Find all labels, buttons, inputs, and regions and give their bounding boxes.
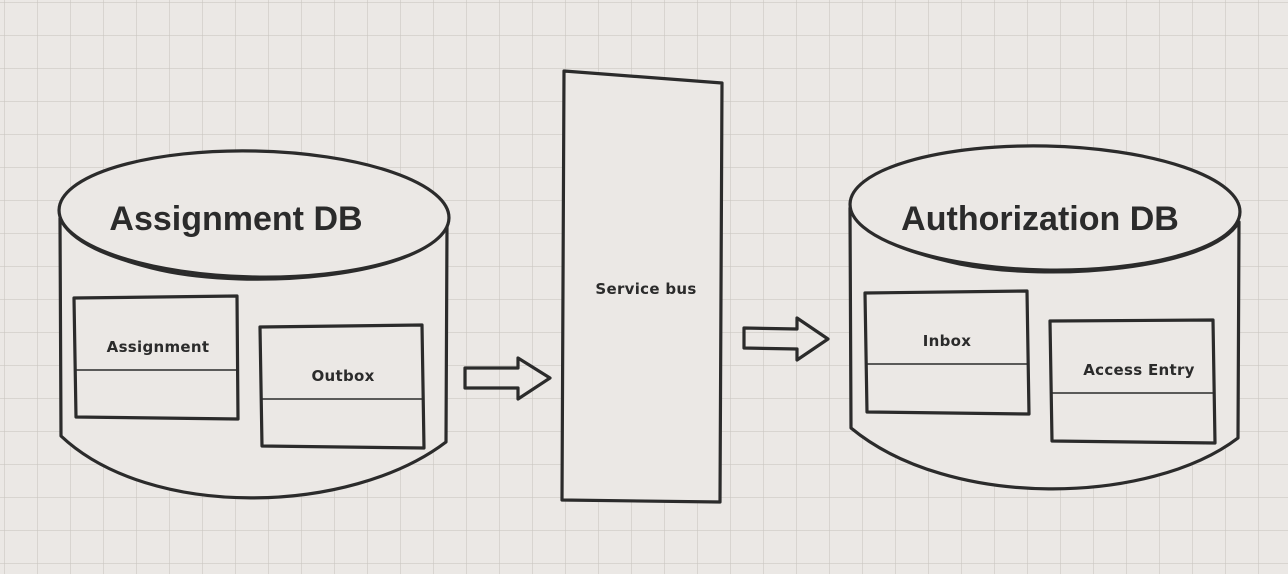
authorization-db-top — [848, 144, 1242, 272]
assignment-table-label: Assignment — [107, 338, 210, 356]
arrow-outbox-to-bus — [463, 356, 552, 401]
assignment-table-box — [72, 294, 240, 421]
outbox-table[interactable]: Outbox — [258, 323, 426, 450]
access-entry-table[interactable]: Access Entry — [1048, 318, 1217, 445]
service-bus-label: Service bus — [595, 280, 696, 298]
arrow-bus-to-inbox — [742, 316, 830, 362]
assignment-db-cylinder[interactable]: Assignment DB Assignment Outbox — [57, 147, 451, 500]
inbox-table-box — [863, 289, 1031, 416]
service-bus[interactable]: Service bus — [560, 69, 724, 504]
service-bus-box — [560, 69, 724, 504]
inbox-table-label: Inbox — [923, 332, 972, 350]
access-entry-table-label: Access Entry — [1083, 361, 1195, 379]
access-entry-table-box — [1048, 318, 1217, 445]
inbox-table[interactable]: Inbox — [863, 289, 1031, 416]
assignment-table[interactable]: Assignment — [72, 294, 240, 421]
assignment-db-title: Assignment DB — [109, 200, 362, 238]
authorization-db-cylinder[interactable]: Authorization DB Inbox Access Entry — [848, 142, 1242, 491]
outbox-table-box — [258, 323, 426, 450]
assignment-db-top — [57, 149, 451, 279]
authorization-db-title: Authorization DB — [901, 200, 1179, 238]
outbox-table-label: Outbox — [311, 367, 374, 385]
